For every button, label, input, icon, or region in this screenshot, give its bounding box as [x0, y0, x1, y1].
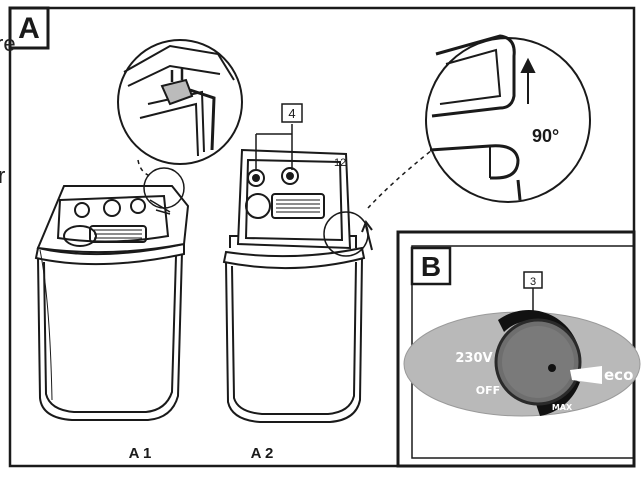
stray-text-top: re [0, 31, 16, 56]
hinge-detail-zoom-circle [425, 34, 591, 203]
callout-3: 3 [523, 271, 543, 318]
angle-label: 90° [532, 126, 559, 146]
dial-label-230v: 230V [455, 351, 492, 366]
caption-a2: A 2 [251, 445, 274, 462]
eco-marker [570, 366, 602, 384]
dial-label-eco: eco [604, 366, 633, 384]
stray-text-middle: r [0, 163, 6, 188]
hinge-zoom-circle [117, 39, 243, 165]
panel-a-label-box: A [8, 6, 50, 50]
knob-indicator-dot [548, 364, 556, 372]
callout-4: 4 [255, 103, 303, 170]
panel-b-label: B [421, 251, 441, 282]
panel-b-label-box: B [410, 246, 452, 286]
dial-label-max: MAX [552, 403, 573, 412]
thermostat-scale-arc [498, 310, 580, 362]
fridge-a1 [34, 185, 190, 421]
hinge-marker-a1 [143, 167, 185, 209]
caption-a1: A 1 [129, 445, 152, 462]
svg-text:12: 12 [334, 157, 346, 169]
dial-label-off: OFF [476, 384, 500, 397]
callout-3-number: 3 [530, 276, 536, 288]
callout-4-number: 4 [288, 106, 295, 121]
panel-a-label: A [18, 12, 40, 45]
lift-arrow-icon [361, 219, 373, 251]
fridge-a2: 12 [222, 148, 366, 423]
